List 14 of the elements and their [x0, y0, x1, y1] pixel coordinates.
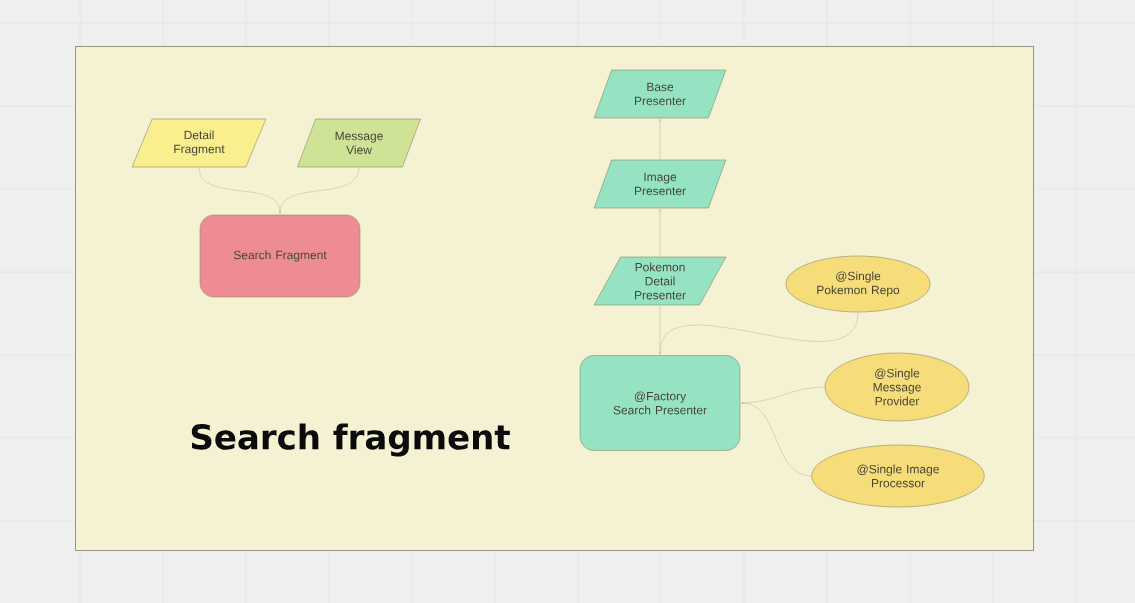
rounded-box: @Factory Search Presenter	[579, 355, 741, 451]
connector	[278, 166, 360, 215]
connector	[740, 401, 812, 477]
oval-node: @Single Pokemon Repo	[785, 255, 931, 313]
parallelogram-box: Image Presenter	[593, 159, 727, 209]
parallelogram-box: Pokemon Detail Presenter	[593, 256, 727, 306]
parallelogram-box: Base Presenter	[593, 69, 727, 119]
connector	[658, 311, 859, 355]
parallelogram-box: Message View	[297, 118, 421, 168]
rounded-box: Search Fragment	[199, 214, 361, 298]
frame-title: Search fragment	[191, 423, 510, 457]
oval-node: @Single Image Processor	[811, 444, 985, 508]
parallelogram-box: Detail Fragment	[131, 118, 267, 168]
oval-node: @Single Message Provider	[824, 352, 970, 422]
